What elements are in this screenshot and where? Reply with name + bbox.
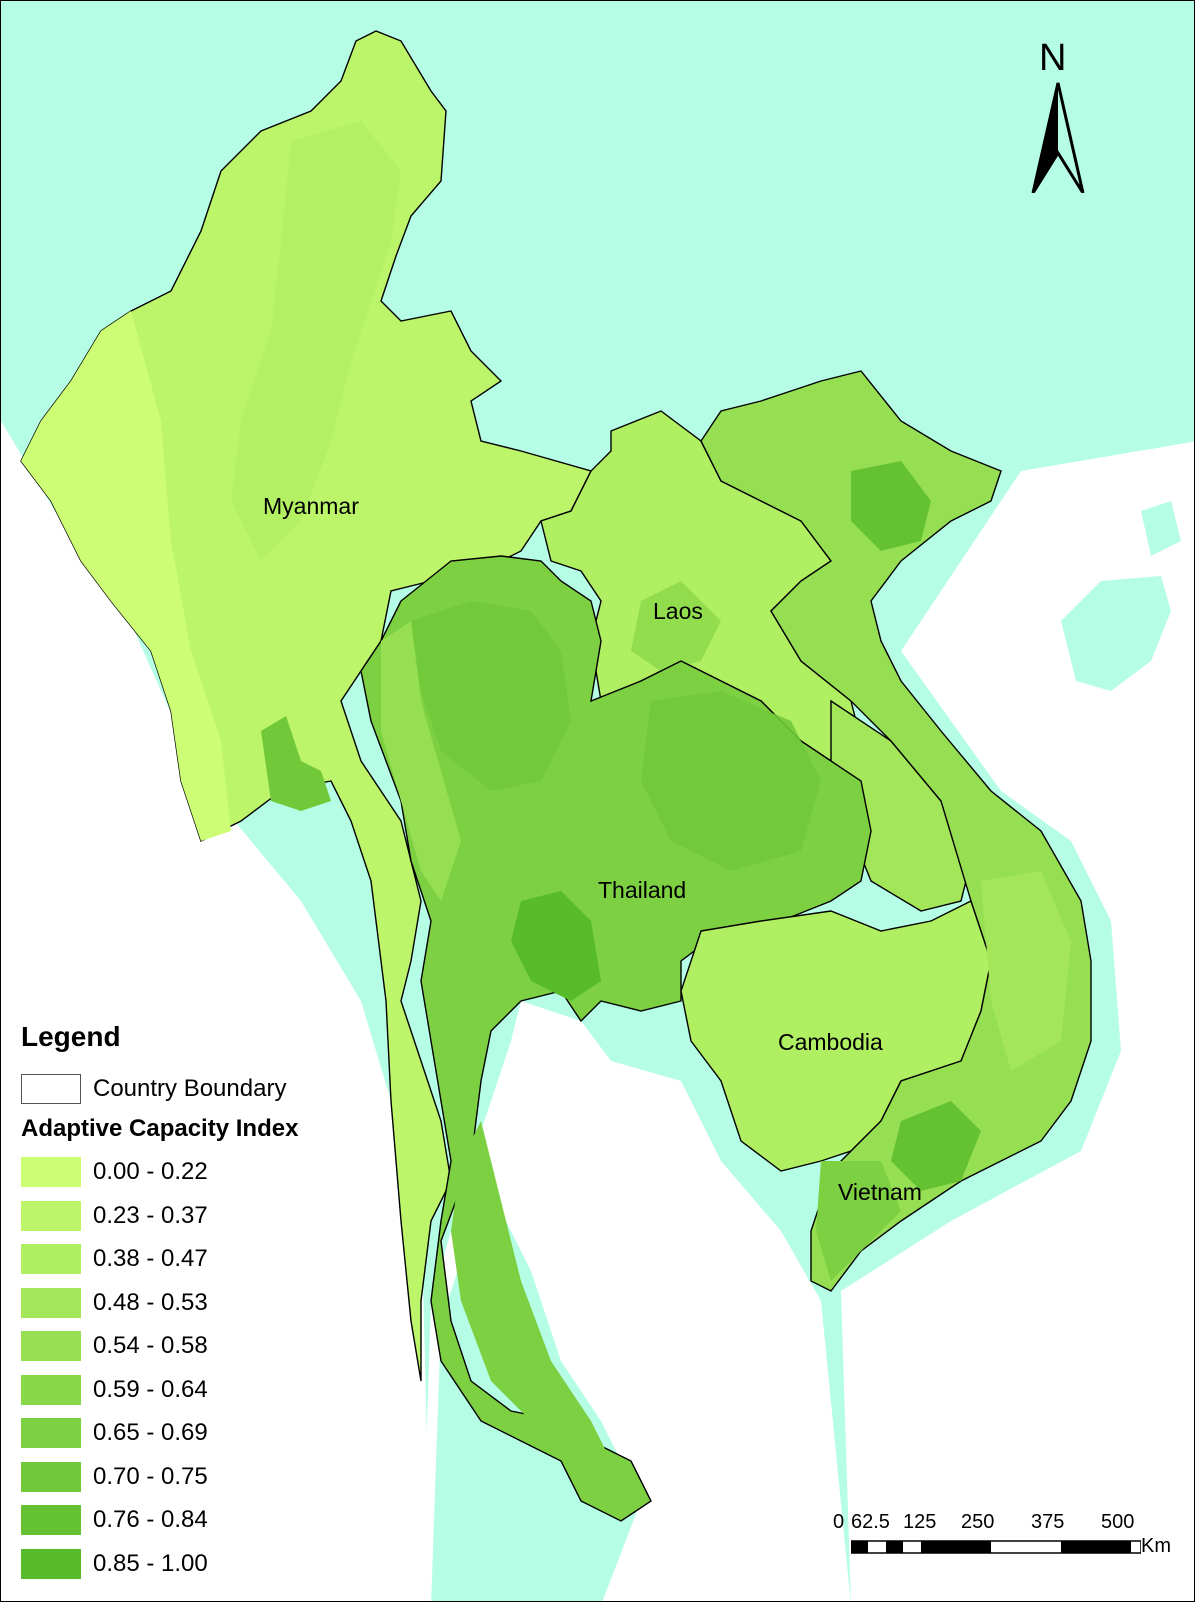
legend-class-swatch bbox=[21, 1548, 81, 1579]
legend-class-swatch bbox=[21, 1287, 81, 1318]
hainan-island bbox=[1061, 576, 1171, 691]
legend: Legend Country Boundary Adaptive Capacit… bbox=[21, 1021, 351, 1586]
scale-tick-label: 0 bbox=[833, 1511, 845, 1533]
myanmar-west-coast bbox=[21, 311, 231, 841]
legend-class-row: 0.59 - 0.64 bbox=[21, 1368, 351, 1412]
laos-highland bbox=[631, 581, 721, 671]
legend-class-row: 0.00 - 0.22 bbox=[21, 1151, 351, 1195]
north-letter: N bbox=[1039, 37, 1067, 79]
legend-title: Legend bbox=[21, 1021, 121, 1052]
country-label-myanmar: Myanmar bbox=[263, 493, 359, 519]
outside-land-east bbox=[841, 441, 1194, 1601]
legend-class-swatch bbox=[21, 1331, 81, 1362]
legend-class-swatch bbox=[21, 1244, 81, 1275]
legend-class-label: 0.38 - 0.47 bbox=[93, 1245, 208, 1273]
country-vietnam bbox=[700, 370, 1092, 1292]
legend-class-row: 0.85 - 1.00 bbox=[21, 1542, 351, 1586]
legend-class-swatch bbox=[21, 1374, 81, 1405]
scale-tick-label: 62.5 bbox=[851, 1511, 890, 1533]
scale-tick-label: 500 bbox=[1101, 1511, 1135, 1533]
scale-tick-label: 250 bbox=[961, 1511, 995, 1533]
legend-class-row: 0.76 - 0.84 bbox=[21, 1499, 351, 1543]
legend-class-swatch bbox=[21, 1461, 81, 1492]
legend-class-label: 0.54 - 0.58 bbox=[93, 1332, 208, 1360]
vietnam-mekong-delta bbox=[891, 1101, 981, 1191]
legend-class-row: 0.65 - 0.69 bbox=[21, 1412, 351, 1456]
myanmar-delta bbox=[261, 716, 331, 811]
legend-class-label: 0.23 - 0.37 bbox=[93, 1201, 208, 1229]
thailand-north bbox=[411, 601, 571, 791]
coast-island bbox=[1141, 501, 1181, 556]
legend-class-label: 0.76 - 0.84 bbox=[93, 1506, 208, 1534]
country-label-laos: Laos bbox=[653, 598, 703, 624]
legend-class-label: 0.65 - 0.69 bbox=[93, 1419, 208, 1447]
legend-classes: 0.00 - 0.22 0.23 - 0.37 0.38 - 0.47 0.48 - … bbox=[21, 1151, 351, 1586]
legend-boundary-label: Country Boundary bbox=[93, 1074, 287, 1102]
legend-class-swatch bbox=[21, 1200, 81, 1231]
north-arrow-icon bbox=[1031, 82, 1085, 193]
scale-tick-label: 375 bbox=[1031, 1511, 1065, 1533]
legend-class-swatch bbox=[21, 1157, 81, 1188]
scale-unit: Km bbox=[1141, 1535, 1171, 1557]
vietnam-central-highland bbox=[981, 871, 1071, 1071]
scale-bar: 0 62.5 125 250 375 500 Km bbox=[833, 1511, 1181, 1571]
legend-class-label: 0.00 - 0.22 bbox=[93, 1158, 208, 1186]
thailand-central bbox=[511, 891, 601, 1001]
legend-class-row: 0.23 - 0.37 bbox=[21, 1194, 351, 1238]
vietnam-red-river-delta bbox=[851, 461, 931, 551]
country-label-thailand: Thailand bbox=[598, 877, 687, 903]
legend-class-label: 0.48 - 0.53 bbox=[93, 1288, 208, 1316]
thailand-peninsula bbox=[451, 1121, 611, 1471]
legend-index-title: Adaptive Capacity Index bbox=[21, 1114, 299, 1142]
scale-tick-label: 125 bbox=[903, 1511, 937, 1533]
country-label-vietnam: Vietnam bbox=[838, 1179, 922, 1205]
legend-class-row: 0.48 - 0.53 bbox=[21, 1281, 351, 1325]
legend-class-row: 0.54 - 0.58 bbox=[21, 1325, 351, 1369]
legend-class-label: 0.70 - 0.75 bbox=[93, 1462, 208, 1490]
thailand-west-strip bbox=[381, 621, 461, 901]
legend-boundary-row: Country Boundary bbox=[21, 1067, 351, 1111]
scale-bar-graphic bbox=[851, 1540, 1141, 1554]
legend-class-swatch bbox=[21, 1418, 81, 1449]
legend-class-swatch bbox=[21, 1505, 81, 1536]
gulf-of-thailand bbox=[421, 1001, 851, 1601]
vietnam-south bbox=[816, 1161, 901, 1281]
legend-class-label: 0.59 - 0.64 bbox=[93, 1375, 208, 1403]
legend-class-label: 0.85 - 1.00 bbox=[93, 1549, 208, 1577]
myanmar-central bbox=[231, 121, 401, 561]
legend-class-row: 0.38 - 0.47 bbox=[21, 1238, 351, 1282]
legend-boundary-swatch bbox=[21, 1073, 81, 1104]
thailand-northeast bbox=[641, 691, 821, 871]
legend-class-row: 0.70 - 0.75 bbox=[21, 1455, 351, 1499]
country-label-cambodia: Cambodia bbox=[778, 1029, 883, 1055]
